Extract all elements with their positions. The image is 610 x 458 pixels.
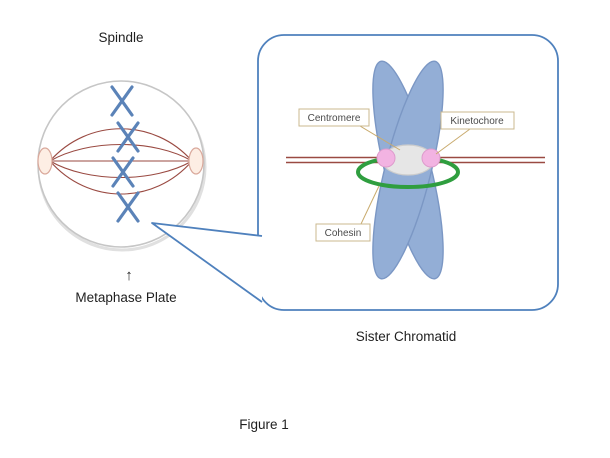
cohesin-label-box: [315, 223, 371, 242]
spindle-poles: [37, 147, 204, 175]
spindle-label: Spindle: [98, 30, 143, 45]
spindle-fiber: [49, 160, 193, 195]
callout-label-boxes: [298, 108, 515, 242]
chromosome-x: [110, 85, 134, 117]
leader-lines: [359, 125, 471, 225]
cohesin-label: Cohesin: [325, 228, 362, 239]
kinetochore-left: [376, 148, 396, 168]
centromere-leader-line: [359, 125, 401, 151]
metaphase-plate-label: Metaphase Plate: [75, 290, 176, 305]
spindle-pole-right: [188, 147, 204, 175]
sister-chromatid-diagram: Centromere Kinetochore Cohesin: [286, 60, 545, 280]
kinetochore-label-box: [440, 111, 515, 130]
chromosome-x: [116, 121, 140, 153]
centromere-label-box: [298, 108, 370, 127]
callout-pointer: [151, 222, 263, 303]
kinetochore-right: [421, 148, 441, 168]
cohesin-leader-line: [360, 185, 380, 225]
metaphase-chromosomes: [110, 85, 140, 223]
spindle-cell: [37, 80, 207, 252]
chromosome-x: [116, 191, 140, 223]
figure-caption: Figure 1: [239, 417, 289, 432]
kinetochore-leader-line: [435, 128, 471, 155]
chromosome-x: [111, 156, 135, 188]
kinetochores: [376, 148, 441, 168]
sister-chromatid-label: Sister Chromatid: [356, 329, 457, 344]
centromere-label: Centromere: [308, 113, 361, 124]
metaphase-plate-arrow-icon: ↑: [125, 267, 133, 284]
cell-membrane: [37, 80, 205, 248]
spindle-pole-left: [37, 147, 53, 175]
kinetochore-label: Kinetochore: [450, 116, 504, 127]
